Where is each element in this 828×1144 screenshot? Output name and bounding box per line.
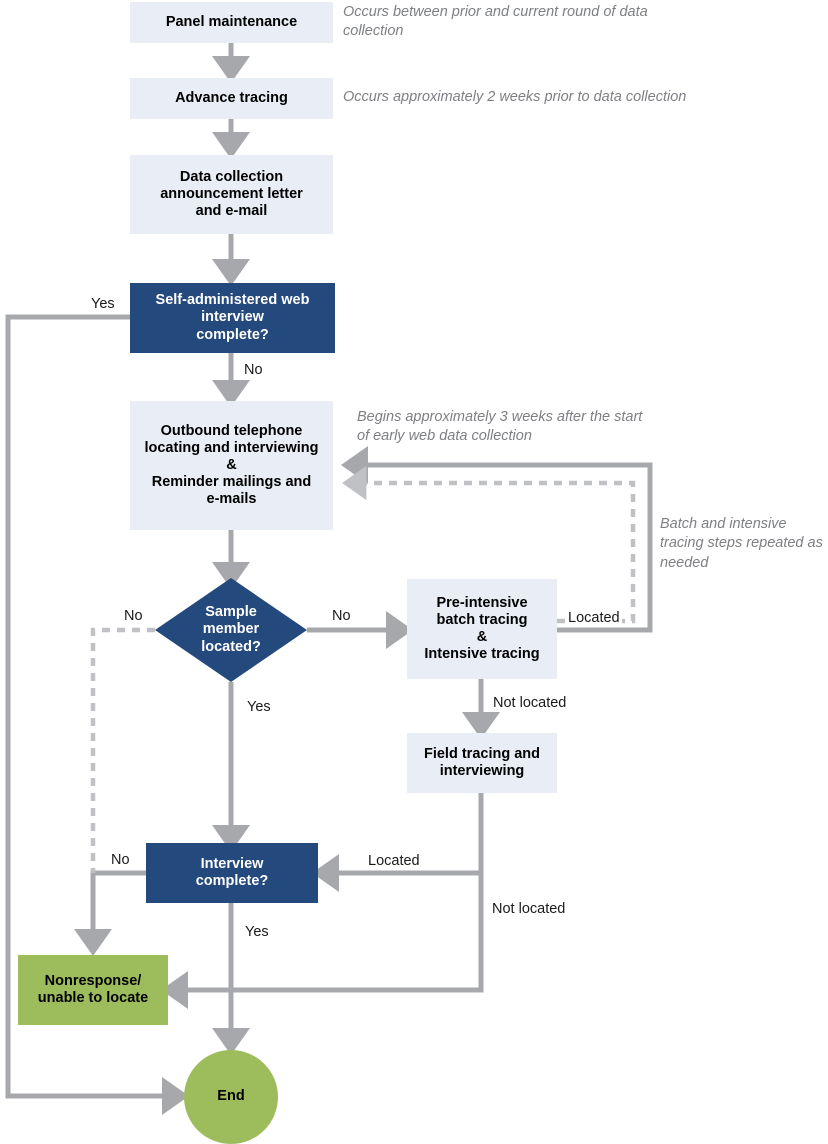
- node-interview-complete-label: Interview complete?: [195, 855, 269, 889]
- node-outbound-telephone-label: Outbound telephone locating and intervie…: [144, 422, 319, 508]
- note-tracing-repeat: Batch and intensive tracing steps repeat…: [660, 516, 823, 571]
- edge-label-field-not-located: Not located: [490, 901, 568, 917]
- edge-label-pre-not-located: Not located: [491, 695, 569, 711]
- edge-label-web-yes: Yes: [89, 296, 117, 312]
- node-pre-intensive-tracing-label: Pre-intensive batch tracing & Intensive …: [424, 594, 540, 663]
- node-end[interactable]: End: [184, 1050, 278, 1144]
- edge-label-pre-located: Located: [566, 610, 622, 626]
- node-field-tracing-label: Field tracing and interviewing: [423, 745, 540, 779]
- node-outbound-telephone[interactable]: Outbound telephone locating and intervie…: [130, 401, 333, 530]
- edge-label-sample-no-left: No: [122, 608, 145, 624]
- edge-label-sample-yes: Yes: [245, 699, 273, 715]
- node-end-label: End: [217, 1088, 245, 1105]
- edge-label-field-located: Located: [366, 853, 422, 869]
- node-advance-tracing[interactable]: Advance tracing: [130, 78, 333, 119]
- node-pre-intensive-tracing[interactable]: Pre-intensive batch tracing & Intensive …: [407, 579, 557, 679]
- edge-label-interview-yes: Yes: [243, 924, 271, 940]
- node-interview-complete[interactable]: Interview complete?: [146, 843, 318, 903]
- edge-label-web-no: No: [242, 362, 265, 378]
- node-web-interview-complete-label: Self-administered web interview complete…: [155, 292, 310, 343]
- note-advance-tracing: Occurs approximately 2 weeks prior to da…: [343, 89, 687, 105]
- note-panel-maintenance: Occurs between prior and current round o…: [343, 4, 648, 40]
- note-outbound-telephone: Begins approximately 3 weeks after the s…: [357, 409, 643, 445]
- node-nonresponse[interactable]: Nonresponse/ unable to locate: [18, 955, 168, 1025]
- edge-label-interview-no: No: [109, 852, 132, 868]
- node-advance-tracing-label: Advance tracing: [175, 89, 288, 106]
- node-field-tracing[interactable]: Field tracing and interviewing: [407, 733, 557, 793]
- node-panel-maintenance-label: Panel maintenance: [165, 13, 298, 30]
- edge-label-sample-no-right: No: [330, 608, 353, 624]
- node-sample-member-located-label: Sample member located?: [201, 604, 261, 655]
- node-panel-maintenance[interactable]: Panel maintenance: [130, 2, 333, 43]
- node-nonresponse-label: Nonresponse/ unable to locate: [37, 972, 149, 1006]
- node-announcement-letter[interactable]: Data collection announcement letter and …: [130, 155, 333, 234]
- node-sample-member-located[interactable]: Sample member located?: [155, 578, 307, 682]
- node-announcement-letter-label: Data collection announcement letter and …: [160, 168, 303, 220]
- node-web-interview-complete[interactable]: Self-administered web interview complete…: [130, 283, 335, 353]
